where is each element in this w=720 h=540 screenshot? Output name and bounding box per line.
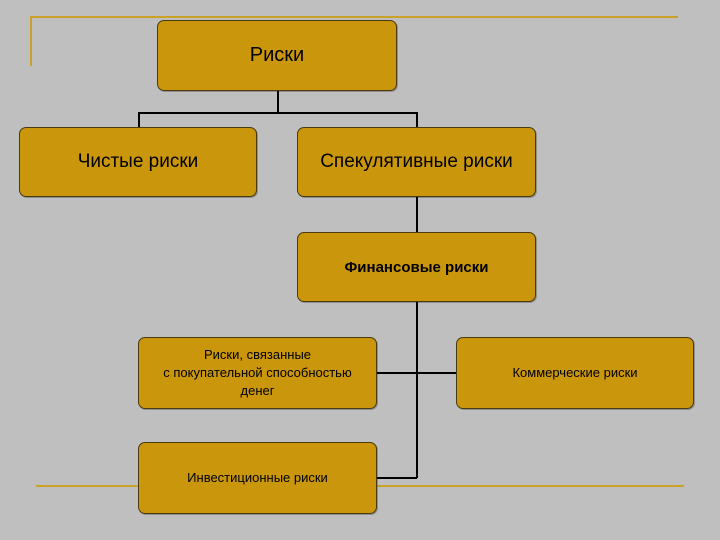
connector-level2-horizontal: [138, 112, 418, 114]
node-investment-risks: Инвестиционные риски: [138, 442, 377, 514]
decor-top-line: [30, 16, 678, 18]
connector-pure-risks: [138, 112, 140, 128]
node-financial-risks: Финансовые риски: [297, 232, 536, 302]
node-risks: Риски: [157, 20, 397, 91]
connector-commercial: [416, 372, 458, 374]
node-speculative-risks: Спекулятивные риски: [297, 127, 536, 197]
node-pure-risks: Чистые риски: [19, 127, 257, 197]
decor-left-line: [30, 16, 32, 66]
connector-purchasing-power: [375, 372, 417, 374]
node-commercial-risks: Коммерческие риски: [456, 337, 694, 409]
connector-speculative-risks: [416, 112, 418, 128]
connector-root-down: [277, 90, 279, 113]
connector-financial-trunk: [416, 300, 418, 478]
connector-investment: [375, 477, 417, 479]
connector-speculative-to-financial: [416, 196, 418, 234]
node-purchasing-power-risks: Риски, связанные с покупательной способн…: [138, 337, 377, 409]
